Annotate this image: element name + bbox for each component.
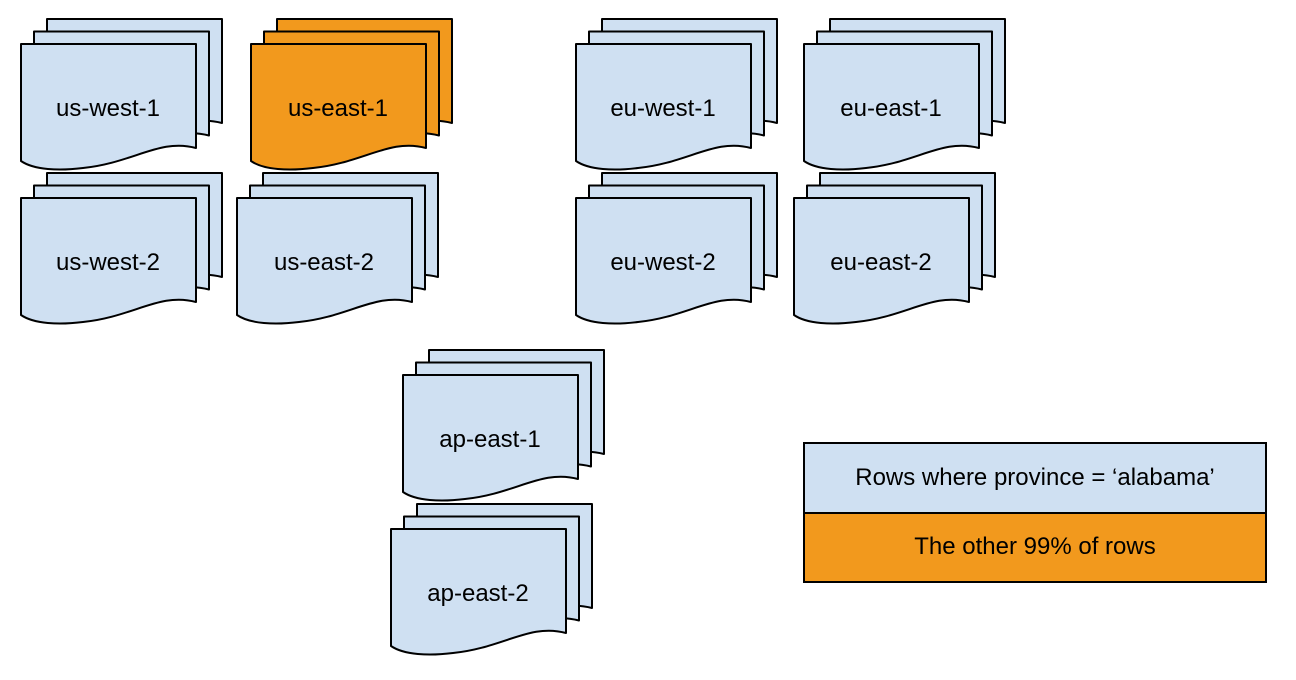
document-stack-icon: us-west-2 <box>20 172 223 325</box>
region-stack-eu-west-1: eu-west-1 <box>575 18 779 172</box>
document-page-shape <box>236 197 413 325</box>
legend-item-label: The other 99% of rows <box>914 533 1156 561</box>
region-stack-eu-east-1: eu-east-1 <box>803 18 1007 172</box>
document-page-shape <box>20 43 197 171</box>
document-stack-icon: eu-east-2 <box>793 172 996 325</box>
region-label: ap-east-2 <box>427 580 528 607</box>
region-label: eu-east-2 <box>830 249 931 276</box>
region-label: ap-east-1 <box>439 426 540 453</box>
document-stack-icon: us-west-1 <box>20 18 223 171</box>
document-stack-icon: us-east-2 <box>236 172 439 325</box>
document-stack-icon: eu-west-1 <box>575 18 778 171</box>
region-stack-eu-east-2: eu-east-2 <box>793 172 997 326</box>
document-stack-icon: eu-east-1 <box>803 18 1006 171</box>
region-stack-ap-east-2: ap-east-2 <box>390 503 594 657</box>
document-page-shape <box>575 43 752 171</box>
document-stack-icon: ap-east-1 <box>402 349 605 502</box>
document-page-shape <box>803 43 980 171</box>
region-stack-us-west-1: us-west-1 <box>20 18 224 172</box>
region-stack-eu-west-2: eu-west-2 <box>575 172 779 326</box>
region-label: us-west-2 <box>56 249 160 276</box>
document-stack-icon: eu-west-2 <box>575 172 778 325</box>
region-stack-ap-east-1: ap-east-1 <box>402 349 606 503</box>
document-page-shape <box>250 43 427 171</box>
region-label: eu-west-2 <box>610 249 715 276</box>
document-page-shape <box>390 528 567 656</box>
document-stack-icon: us-east-1 <box>250 18 453 171</box>
region-stack-us-west-2: us-west-2 <box>20 172 224 326</box>
document-page-shape <box>793 197 970 325</box>
legend-item-label: Rows where province = ‘alabama’ <box>855 463 1215 491</box>
legend: Rows where province = ‘alabama’ The othe… <box>803 442 1267 583</box>
document-page-shape <box>575 197 752 325</box>
region-label: us-west-1 <box>56 95 160 122</box>
region-label: us-east-1 <box>288 95 388 122</box>
region-label: eu-east-1 <box>840 95 941 122</box>
region-stack-us-east-1: us-east-1 <box>250 18 454 172</box>
legend-item-alabama-rows: Rows where province = ‘alabama’ <box>805 444 1265 514</box>
document-page-shape <box>402 374 579 502</box>
document-page-shape <box>20 197 197 325</box>
legend-item-other-rows: The other 99% of rows <box>805 513 1265 581</box>
region-label: us-east-2 <box>274 249 374 276</box>
document-stack-icon: ap-east-2 <box>390 503 593 656</box>
region-label: eu-west-1 <box>610 95 715 122</box>
region-stack-us-east-2: us-east-2 <box>236 172 440 326</box>
